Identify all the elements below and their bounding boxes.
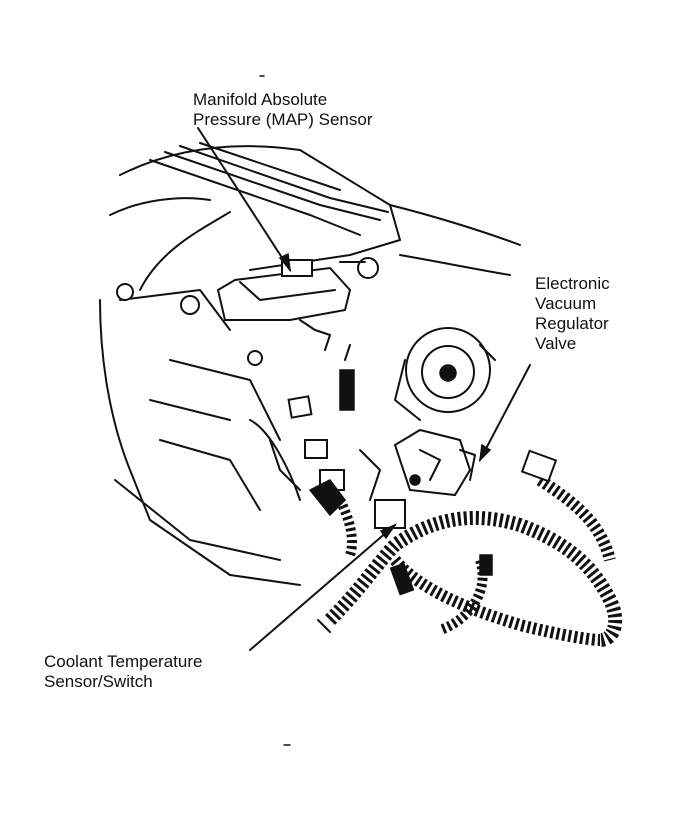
wiring-harness bbox=[317, 449, 623, 647]
vacuum-regulator-label-line3: Regulator bbox=[535, 314, 609, 333]
map-sensor-label-line1: Manifold Absolute bbox=[193, 90, 328, 109]
harness-connectors bbox=[269, 344, 406, 529]
map-sensor-label-line2: Pressure (MAP) Sensor bbox=[193, 110, 373, 129]
vacuum-regulator-label-line1: Electronic bbox=[535, 274, 610, 293]
coolant-sensor-label-line1: Coolant Temperature bbox=[44, 652, 203, 671]
map-sensor bbox=[216, 257, 379, 351]
vacuum-regulator-label: Electronic Vacuum Regulator Valve bbox=[535, 274, 610, 354]
engine-block bbox=[99, 283, 301, 586]
vacuum-regulator-label-line2: Vacuum bbox=[535, 294, 597, 313]
vacuum-regulator-valve bbox=[393, 428, 476, 497]
intake-manifold bbox=[109, 142, 521, 291]
scan-marks bbox=[259, 75, 291, 746]
coolant-sensor-label-line2: Sensor/Switch bbox=[44, 672, 153, 691]
leader-lines bbox=[197, 127, 531, 651]
pulley bbox=[394, 327, 496, 421]
coolant-sensor-label: Coolant Temperature Sensor/Switch bbox=[44, 652, 202, 692]
vacuum-regulator-label-line4: Valve bbox=[535, 334, 577, 353]
map-sensor-label: Manifold Absolute Pressure (MAP) Sensor bbox=[193, 90, 373, 130]
